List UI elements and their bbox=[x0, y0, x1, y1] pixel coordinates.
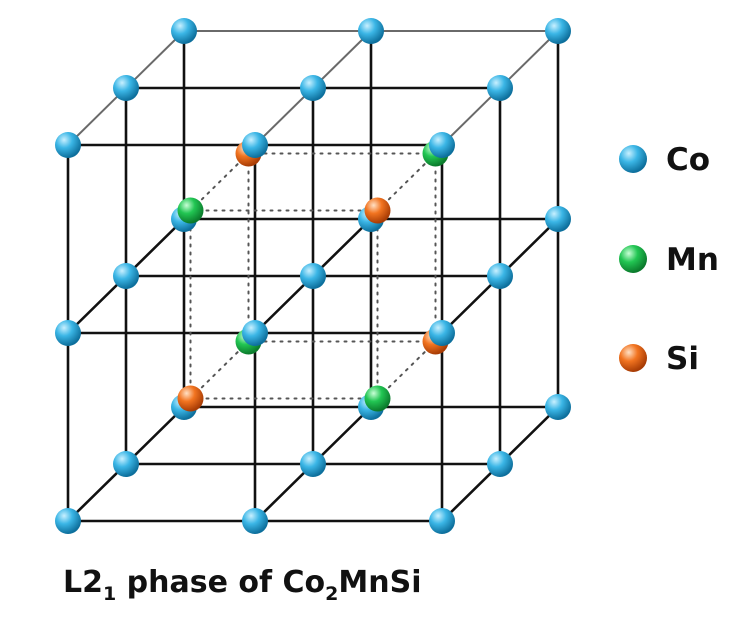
legend-label-mn: Mn bbox=[666, 242, 719, 278]
co-atom bbox=[242, 132, 268, 158]
si-atom bbox=[177, 385, 204, 412]
co-atom bbox=[358, 18, 384, 44]
co-atom bbox=[113, 263, 139, 289]
co-atom bbox=[545, 18, 571, 44]
co-atom bbox=[487, 75, 513, 101]
si-legend-marker bbox=[619, 344, 647, 372]
co-atom bbox=[487, 263, 513, 289]
mn-legend-marker bbox=[619, 245, 647, 273]
co-atom bbox=[55, 132, 81, 158]
caption: L21 phase of Co2MnSi bbox=[63, 565, 421, 605]
mn-atom bbox=[364, 385, 391, 412]
co-atom bbox=[429, 508, 455, 534]
legend-item-mn: Mn bbox=[619, 242, 719, 278]
co-atom bbox=[300, 75, 326, 101]
si-atom bbox=[364, 197, 391, 224]
co-atom bbox=[300, 263, 326, 289]
co-atom bbox=[429, 320, 455, 346]
mn-atom bbox=[177, 197, 204, 224]
co-atom bbox=[55, 508, 81, 534]
co-atom bbox=[487, 451, 513, 477]
inner-dotted-edge bbox=[189, 340, 250, 400]
inner-dotted-edge bbox=[189, 152, 250, 212]
caption-part1: L2 bbox=[63, 565, 103, 600]
co-atom bbox=[545, 206, 571, 232]
co-atom bbox=[545, 394, 571, 420]
co-atom bbox=[55, 320, 81, 346]
caption-part2: phase of Co bbox=[116, 565, 325, 600]
co-atom bbox=[113, 451, 139, 477]
atoms-layer bbox=[55, 18, 571, 534]
co-atom bbox=[242, 508, 268, 534]
caption-sub1: 1 bbox=[103, 583, 116, 605]
legend-item-si: Si bbox=[619, 341, 699, 377]
co-atom bbox=[242, 320, 268, 346]
caption-part3: MnSi bbox=[338, 565, 421, 600]
legend-label-si: Si bbox=[666, 341, 699, 377]
inner-dotted-cube bbox=[189, 152, 437, 400]
legend-label-co: Co bbox=[666, 142, 710, 178]
co-atom bbox=[429, 132, 455, 158]
caption-sub2: 2 bbox=[325, 583, 338, 605]
legend: Co Mn Si bbox=[619, 142, 719, 377]
co-legend-marker bbox=[619, 145, 647, 173]
inner-dotted-edge bbox=[376, 152, 437, 212]
co-atom bbox=[113, 75, 139, 101]
legend-item-co: Co bbox=[619, 142, 710, 178]
co-atom bbox=[300, 451, 326, 477]
inner-dotted-edge bbox=[376, 340, 437, 400]
co-atom bbox=[171, 18, 197, 44]
